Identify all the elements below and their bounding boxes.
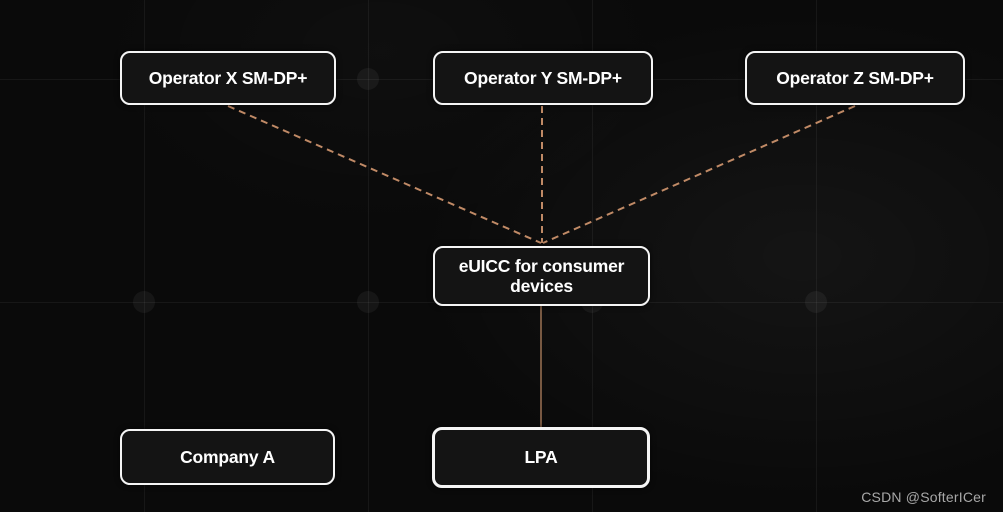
grid-line-vertical bbox=[368, 0, 369, 512]
grid-dot bbox=[357, 68, 379, 90]
node-label: LPA bbox=[524, 447, 558, 468]
node-label: Company A bbox=[180, 446, 275, 467]
node-label: eUICC for consumer devices bbox=[458, 255, 625, 296]
node-operator-x-sm-dp: Operator X SM-DP+ bbox=[120, 51, 336, 105]
grid-dot bbox=[357, 291, 379, 313]
node-operator-y-sm-dp: Operator Y SM-DP+ bbox=[433, 51, 653, 105]
edge-operator-x-to-euicc bbox=[227, 105, 542, 244]
node-label: Operator Z SM-DP+ bbox=[776, 67, 934, 88]
node-operator-z-sm-dp: Operator Z SM-DP+ bbox=[745, 51, 965, 105]
grid-dot bbox=[133, 291, 155, 313]
node-lpa: LPA bbox=[432, 427, 650, 488]
edge-operator-z-to-euicc bbox=[542, 105, 856, 244]
grid-line-vertical bbox=[144, 0, 145, 512]
csdn-watermark: CSDN @SofterICer bbox=[861, 489, 986, 505]
node-label: Operator Y SM-DP+ bbox=[464, 67, 622, 88]
grid-line-vertical bbox=[816, 0, 817, 512]
grid-dot bbox=[805, 291, 827, 313]
node-euicc: eUICC for consumer devices bbox=[433, 246, 650, 306]
node-label: Operator X SM-DP+ bbox=[148, 67, 308, 88]
node-company-a: Company A bbox=[120, 429, 335, 485]
